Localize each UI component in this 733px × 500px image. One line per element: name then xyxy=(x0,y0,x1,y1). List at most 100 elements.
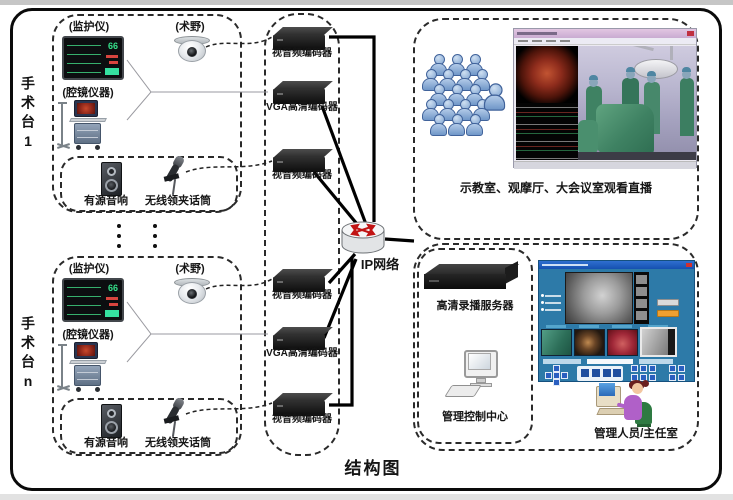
cart-body xyxy=(74,123,101,144)
channel-thumbnail xyxy=(541,329,572,356)
endoscope-cart-icon-1 xyxy=(57,100,112,152)
encoder-label-2: VGA高清编码器 xyxy=(266,102,338,113)
close-icon xyxy=(687,31,694,36)
control-tab-active xyxy=(587,359,633,364)
window-statusbar xyxy=(514,161,696,169)
camera-label-1: (术野) xyxy=(175,21,205,33)
management-software-window xyxy=(538,260,695,386)
channel-thumbnail xyxy=(574,329,605,356)
vga-encoder-icon-1 xyxy=(273,81,335,107)
option-item xyxy=(541,294,561,297)
encoder-label-3: 视音频编码器 xyxy=(272,170,332,181)
main-video-pane xyxy=(565,272,633,324)
operating-table xyxy=(578,152,696,160)
endoscope-video-pane xyxy=(516,46,578,103)
channel-thumbnail xyxy=(607,329,638,356)
mic-stand xyxy=(171,178,177,196)
grid-button xyxy=(649,365,656,372)
grid-button xyxy=(640,365,647,372)
speaker-driver xyxy=(107,167,116,176)
group-box-table1 xyxy=(52,14,242,213)
vga-encoder-icon-2 xyxy=(273,327,335,353)
live-broadcast-window xyxy=(513,28,697,169)
surgeon-cap xyxy=(682,67,691,72)
speaker-label-1: 有源音响 xyxy=(84,195,128,207)
camera-label-n: (术野) xyxy=(175,263,205,275)
monitor-green-block xyxy=(105,310,119,317)
endoscope-label-n: (腔镜仪器) xyxy=(62,329,114,341)
encoder-label-1: 视音频编码器 xyxy=(272,48,332,59)
surgical-drape xyxy=(578,120,598,154)
av-encoder-icon-4 xyxy=(273,393,335,419)
ptz-button xyxy=(553,365,560,372)
tablen-side-label: 手术台n xyxy=(20,316,36,394)
camera-lens xyxy=(187,289,197,299)
control-tab xyxy=(639,359,673,364)
speaker-label-n: 有源音响 xyxy=(84,437,128,449)
speaker-driver xyxy=(105,421,118,434)
camera-lens xyxy=(187,47,197,57)
thumbnail-strip xyxy=(634,272,649,324)
close-icon xyxy=(686,263,692,267)
monitor-value: 66 xyxy=(107,283,118,293)
pole-hook xyxy=(58,102,67,104)
thumb-label xyxy=(579,325,599,328)
cart-tray xyxy=(69,118,107,122)
audio-box-table1 xyxy=(60,156,238,212)
window-menubar xyxy=(514,38,696,45)
office-label: 管理人员/主任室 xyxy=(594,428,678,440)
dome-camera-icon-1 xyxy=(174,36,210,64)
ptz-button xyxy=(553,372,560,379)
grid-button xyxy=(678,374,685,381)
surgeon-cap xyxy=(589,75,598,80)
ptz-button xyxy=(561,372,568,379)
grid-button xyxy=(669,374,676,381)
surgeon-cap xyxy=(647,71,656,76)
thumb-label xyxy=(612,325,632,328)
speaker-icon-n xyxy=(101,404,122,438)
repetition-dots xyxy=(117,224,121,248)
audio-box-tablen xyxy=(60,398,238,454)
person-body xyxy=(624,395,642,420)
office-person-icon xyxy=(596,380,660,428)
person-icon xyxy=(483,83,506,111)
control-center-label: 管理控制中心 xyxy=(442,411,508,423)
channel-thumbnail-selected xyxy=(640,327,677,357)
speaker-driver xyxy=(105,179,118,192)
microphone-icon-1 xyxy=(162,154,188,196)
grid-button xyxy=(631,365,638,372)
recording-area-box xyxy=(413,243,699,451)
group-box-tablen xyxy=(52,256,242,456)
cart-screen xyxy=(77,103,95,114)
viewing-caption: 示教室、观摩厅、大会议室观看直播 xyxy=(459,181,652,195)
option-item xyxy=(541,308,561,311)
encoder-column-box xyxy=(264,13,340,456)
person-hair-bun xyxy=(642,380,649,387)
monitor-label-n: (监护仪) xyxy=(68,263,110,275)
cart-monitor xyxy=(74,100,98,117)
bottom-gray-strip xyxy=(0,494,733,500)
patient-monitor-icon-1: 66 xyxy=(62,36,124,80)
lamp-arm xyxy=(620,46,654,52)
encoder-label-5: VGA高清编码器 xyxy=(266,348,338,359)
ptz-button xyxy=(553,379,560,386)
pc-stand xyxy=(476,378,486,383)
monitor-red-reading xyxy=(109,303,118,306)
person-icon xyxy=(430,114,447,136)
thumb-label xyxy=(546,325,566,328)
cart-tray xyxy=(69,360,107,364)
grid-button xyxy=(678,365,685,372)
surgeon-head xyxy=(626,70,635,79)
mic-label-n: 无线领夹话筒 xyxy=(145,437,211,449)
av-encoder-icon-1 xyxy=(273,27,335,53)
thumb-label xyxy=(648,325,668,328)
person-head xyxy=(632,383,643,394)
person-icon xyxy=(466,114,483,136)
surgeon-figure xyxy=(680,78,694,136)
pc-screen xyxy=(468,353,491,370)
ecg-wave-icon xyxy=(67,41,101,75)
speaker-icon-1 xyxy=(101,162,122,196)
surgical-lamp xyxy=(634,59,678,79)
monitor-red-reading xyxy=(106,297,118,300)
